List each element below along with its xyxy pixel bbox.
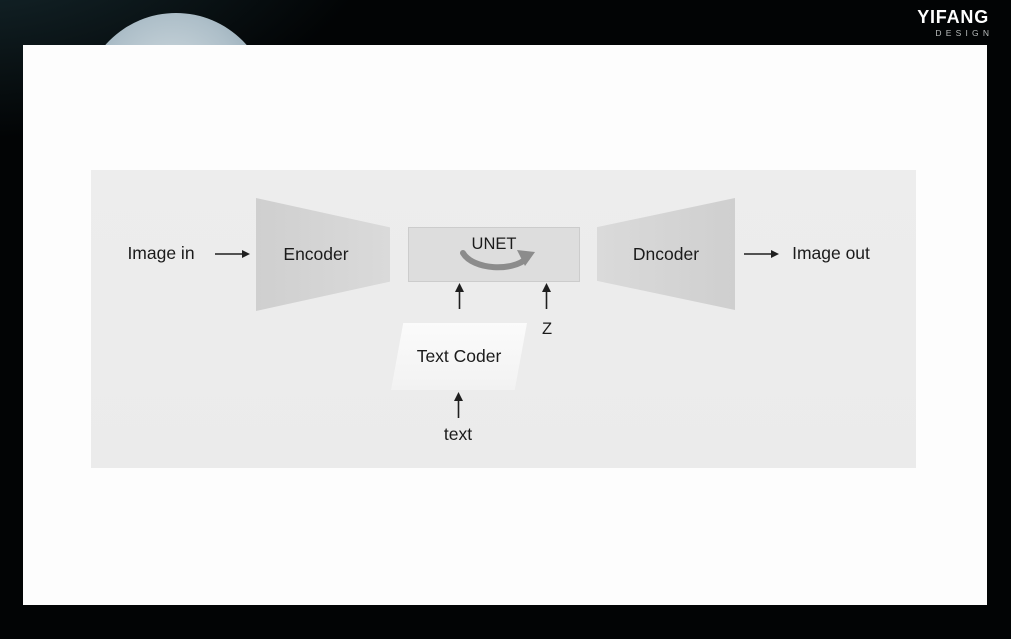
- encoder-label: Encoder: [283, 244, 349, 264]
- diagram-panel: [91, 170, 916, 468]
- arrow-right-icon: [744, 249, 780, 259]
- arrow-right-icon: [215, 249, 251, 259]
- brand-tagline: DESIGN: [935, 28, 994, 38]
- z-label: Z: [541, 320, 553, 338]
- dncoder-label: Dncoder: [632, 243, 700, 264]
- image-in-label: Image in: [127, 243, 195, 263]
- text-coder-label: Text Coder: [416, 346, 502, 366]
- arrow-up-icon: [540, 283, 553, 310]
- curved-arrow-icon: [457, 248, 539, 274]
- unet-box: UNET: [408, 227, 580, 282]
- arrow-up-icon: [453, 283, 466, 310]
- text-input-label: text: [443, 424, 473, 444]
- brand-name: YIFANG: [917, 7, 989, 27]
- text-coder-shape: Text Coder: [391, 323, 527, 390]
- arrow-up-icon: [452, 392, 465, 419]
- image-out-label: Image out: [792, 243, 870, 263]
- unet-label: UNET: [471, 235, 517, 253]
- brand-logo: YIFANG DESIGN: [917, 6, 989, 38]
